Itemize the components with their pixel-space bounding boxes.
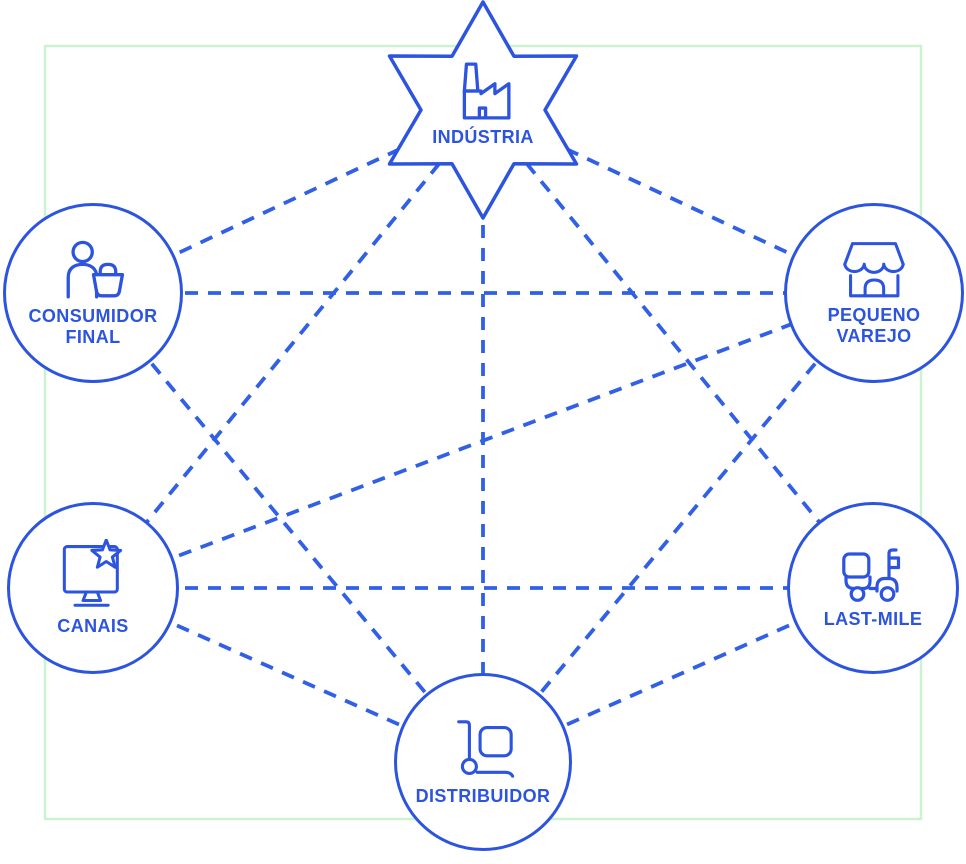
node-last-mile: LAST-MILE [787, 502, 959, 674]
edge-canais--pequeno-varejo [92, 291, 875, 590]
storefront-icon [843, 241, 905, 297]
node-distribuidor: DISTRIBUIDOR [394, 673, 572, 851]
edge-consumidor-final--distribuidor [91, 291, 485, 764]
edge-industria--last-mile [481, 108, 875, 590]
person-basket-icon [66, 240, 125, 299]
node-consumidor-final: CONSUMIDOR FINAL [3, 203, 183, 383]
node-label-distribuidor: DISTRIBUIDOR [415, 786, 551, 806]
node-label-industria: INDÚSTRIA [432, 127, 534, 147]
node-label-last-mile: LAST-MILE [823, 609, 923, 629]
edge-industria--canais [91, 108, 485, 590]
node-label-canais: CANAIS [57, 616, 129, 636]
node-label-pequeno-varejo: PEQUENO VAREJO [827, 304, 921, 346]
node-pequeno-varejo: PEQUENO VAREJO [784, 203, 964, 383]
factory-icon [462, 62, 511, 120]
hand-truck-icon [457, 720, 515, 778]
star-badge-shape [387, 0, 579, 220]
node-industria: INDÚSTRIA [372, 0, 594, 222]
monitor-star-icon [62, 539, 123, 607]
node-canais: CANAIS [7, 502, 179, 674]
edge-pequeno-varejo--distribuidor [481, 291, 876, 764]
delivery-scooter-icon [842, 548, 901, 602]
node-label-consumidor-final: CONSUMIDOR FINAL [28, 305, 158, 347]
